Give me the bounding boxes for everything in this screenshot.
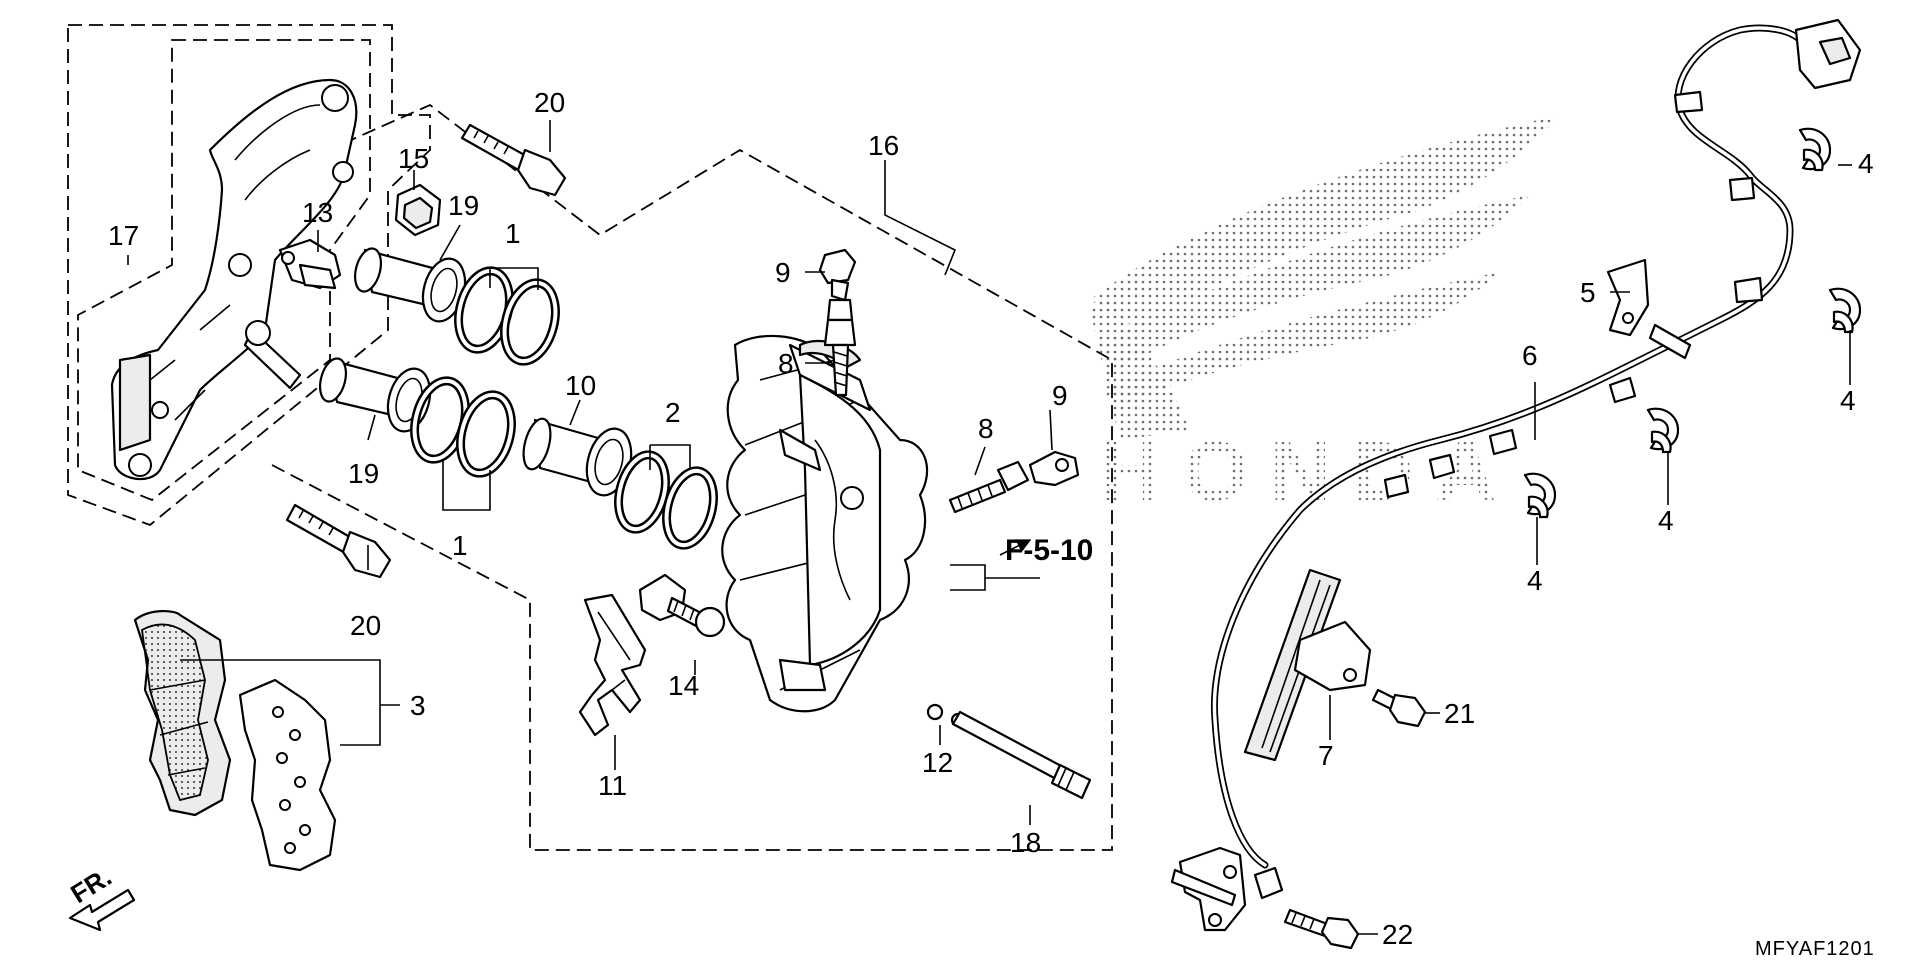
- callout-7: 7: [1318, 740, 1334, 771]
- callout-4-a: 4: [1858, 148, 1874, 179]
- callout-4-d: 4: [1527, 565, 1543, 596]
- bleeder-8-top: [823, 298, 857, 397]
- group-outlines: [67, 24, 1113, 851]
- callout-10: 10: [565, 370, 596, 401]
- wire-clip-4-c: [1646, 407, 1680, 454]
- callout-18: 18: [1010, 827, 1041, 858]
- leader-lines: [127, 120, 1852, 935]
- front-arrow-icon: [68, 888, 136, 932]
- seals-1-upper: [454, 266, 560, 366]
- callout-15: 15: [398, 143, 429, 174]
- callout-labels: 17 13 15 20 19 1 19 1 20 10 2 16 9 8 8 9…: [108, 87, 1874, 950]
- callout-19-bottom: 19: [348, 458, 379, 489]
- callout-20-bottom: 20: [350, 610, 381, 641]
- pad-spring-11: [578, 593, 647, 737]
- reference-label[interactable]: F-5-10: [1005, 534, 1093, 567]
- piston-19-upper: [353, 247, 467, 323]
- callout-4-b: 4: [1840, 385, 1856, 416]
- callout-9-right: 9: [1052, 380, 1068, 411]
- callout-8-top: 8: [778, 348, 794, 379]
- callout-22: 22: [1382, 919, 1413, 950]
- bolt-22: [1283, 908, 1360, 950]
- bolt-20-top: [460, 123, 567, 197]
- callout-4-c: 4: [1658, 505, 1674, 536]
- honda-wing-logo: HONDA: [1090, 115, 1560, 518]
- callout-3: 3: [410, 690, 426, 721]
- bolt-20-bottom: [285, 503, 392, 579]
- callout-12: 12: [922, 747, 953, 778]
- front-direction-indicator: FR.: [65, 861, 136, 932]
- bolt-21: [1371, 688, 1427, 728]
- callout-20-top: 20: [534, 87, 565, 118]
- seals-1-lower: [410, 376, 516, 478]
- callout-8-right: 8: [978, 413, 994, 444]
- nut-15: [394, 183, 442, 237]
- abs-sensor-head: [1170, 846, 1284, 932]
- caliper-body-16: [721, 334, 929, 713]
- callout-17: 17: [108, 220, 139, 251]
- bleed-cap-9-top: [818, 248, 857, 302]
- callout-21: 21: [1444, 698, 1475, 729]
- diagram-code: MFYAF1201: [1755, 938, 1875, 960]
- seals-2: [614, 450, 718, 550]
- callout-9-top: 9: [775, 257, 791, 288]
- callout-1-bottom: 1: [452, 530, 468, 561]
- wire-clip-4-d: [1523, 472, 1557, 519]
- wire-bracket-5: [1606, 258, 1692, 360]
- callout-2: 2: [665, 397, 681, 428]
- callout-6: 6: [1522, 340, 1538, 371]
- bleeder-8-right: [948, 460, 1030, 514]
- callout-1-top: 1: [505, 218, 521, 249]
- caliper-bracket: [110, 78, 358, 481]
- wire-clip-4-a: [1798, 127, 1832, 172]
- callout-14: 14: [668, 670, 699, 701]
- callout-16: 16: [868, 130, 899, 161]
- wire-clip-4-b: [1828, 287, 1862, 334]
- callout-5: 5: [1580, 277, 1596, 308]
- callout-19-top: 19: [448, 190, 479, 221]
- pad-pin-18: [951, 710, 1092, 800]
- pin-boot-13: [278, 238, 342, 290]
- callout-11: 11: [598, 770, 627, 801]
- brake-pads-3: [133, 610, 337, 872]
- bleed-cap-9-right: [1028, 450, 1080, 487]
- callout-13: 13: [302, 197, 333, 228]
- bolt-14: [638, 573, 726, 638]
- wire-guide-7: [1243, 568, 1372, 762]
